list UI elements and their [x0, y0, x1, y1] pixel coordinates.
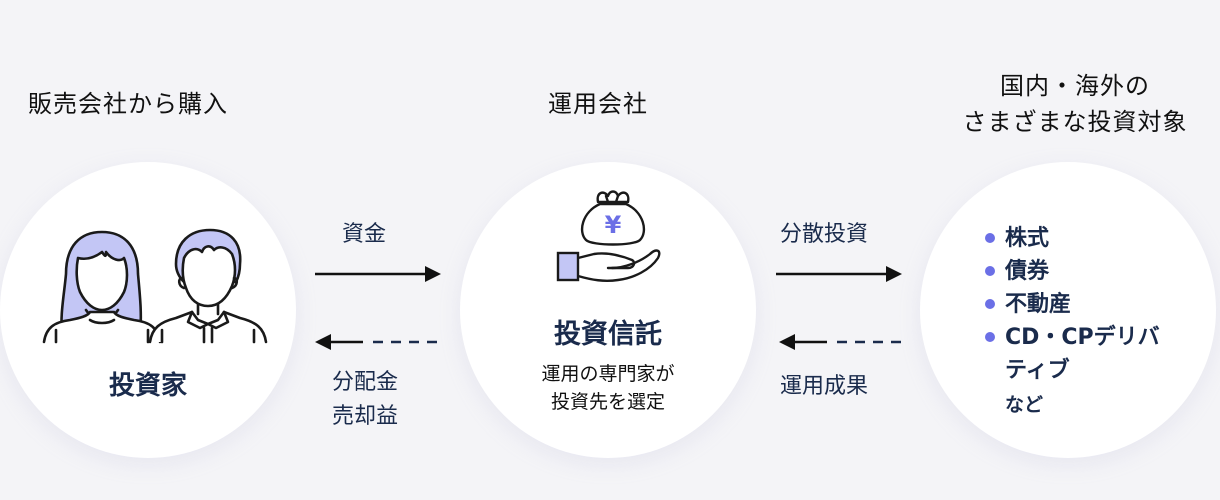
asset-item: CD・CPデリバティブ	[985, 321, 1160, 387]
asset-list-footer: など	[1005, 394, 1044, 416]
asset-item-wrap: ティブ	[1005, 358, 1070, 383]
flow-label-distributions-line1: 分配金	[332, 370, 399, 395]
fund-circle: ¥ 投資信託 運用の専門家が 投資先を選定	[460, 162, 756, 458]
fund-description: 運用の専門家が 投資先を選定	[460, 360, 756, 416]
arrow-left-returns-icon	[315, 334, 441, 350]
fund-description-line1: 運用の専門家が	[541, 363, 675, 385]
fund-description-line2: 投資先を選定	[550, 391, 665, 413]
column-title-sales: 販売会社から購入	[28, 90, 228, 118]
asset-item: 株式	[985, 222, 1160, 255]
flow-label-funds: 資金	[342, 222, 387, 247]
svg-text:¥: ¥	[605, 211, 622, 239]
asset-item: 債券	[985, 255, 1160, 288]
investors-couple-icon	[42, 228, 268, 344]
assets-circle	[920, 162, 1216, 458]
flow-label-distributions-line2: 売却益	[332, 404, 399, 429]
bullet-dot-icon	[985, 299, 995, 309]
flow-label-performance: 運用成果	[780, 374, 869, 399]
column-title-assets-line2: さまざまな投資対象	[962, 108, 1188, 136]
hand-holding-yen-bag-icon: ¥	[556, 190, 661, 282]
bullet-dot-icon	[985, 266, 995, 276]
column-title-assets: 国内・海外の さまざまな投資対象	[930, 68, 1220, 140]
investor-circle: 投資家	[0, 162, 296, 458]
flow-label-distributions: 分配金 売却益	[332, 366, 398, 434]
asset-item: 不動産	[985, 288, 1160, 321]
arrow-left-performance-icon	[779, 334, 905, 350]
investor-label: 投資家	[108, 371, 187, 401]
column-title-assets-line1: 国内・海外の	[1000, 72, 1150, 100]
arrow-right-funds-icon	[315, 266, 441, 282]
fund-label: 投資信託	[554, 319, 662, 350]
asset-list: 株式 債券 不動産 CD・CPデリバティブ など	[985, 222, 1160, 423]
flow-label-diversified: 分散投資	[780, 222, 869, 247]
arrow-right-diversified-icon	[776, 266, 902, 282]
bullet-dot-icon	[985, 332, 995, 342]
column-title-management: 運用会社	[548, 90, 648, 118]
bullet-dot-icon	[985, 233, 995, 243]
